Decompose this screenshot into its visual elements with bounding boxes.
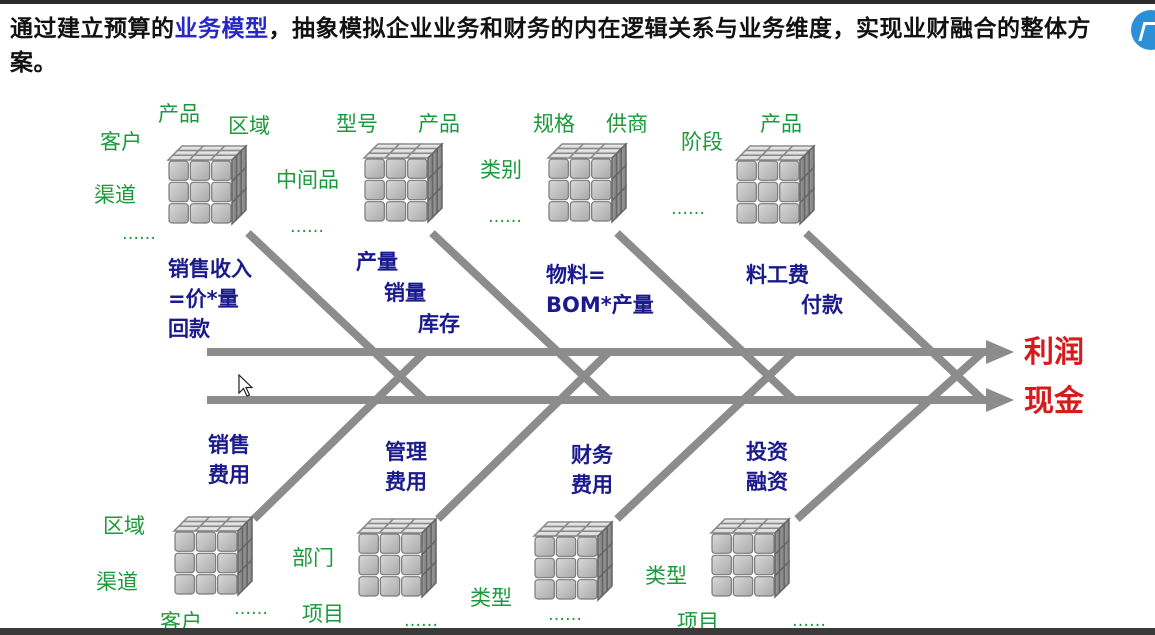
top-rib-4 [803, 230, 986, 403]
process-bottom-3-line-1: 财务 [571, 443, 613, 467]
process-top-3-line-2: BOM*产量 [546, 293, 654, 317]
dim-top2-product: 产品 [418, 112, 460, 136]
dim-top3-spec: 规格 [533, 112, 575, 136]
process-bottom-2-line-1: 管理 [385, 440, 427, 464]
dim-bottom3-ellipsis: …… [548, 605, 582, 625]
dim-bottom1-region: 区域 [103, 514, 145, 538]
top-rib-2 [429, 230, 612, 403]
process-top-4-line-1: 料工费 [746, 263, 809, 287]
dimension-cube-icon [356, 517, 438, 599]
dim-bottom3-type: 类型 [470, 586, 512, 610]
outcome-cash: 现金 [1024, 384, 1084, 419]
dim-top2-intermediate: 中间品 [276, 168, 339, 192]
dim-bottom4-type: 类型 [645, 564, 687, 588]
spine-cash [207, 388, 1014, 412]
top-border [0, 0, 1155, 4]
dimension-cube-icon [734, 144, 816, 226]
top-rib-1 [245, 230, 428, 403]
process-bottom-3-line-2: 费用 [571, 473, 613, 497]
dim-top3-category: 类别 [480, 158, 522, 182]
headline-highlight: 业务模型 [174, 16, 269, 42]
dim-top1-ellipsis: …… [122, 224, 156, 244]
cube-layer [166, 142, 816, 602]
spine-profit [207, 340, 1014, 364]
process-bottom-2-line-2: 费用 [385, 470, 427, 494]
bottom-ribs [251, 349, 986, 522]
process-bottom-4-line-1: 投资 [746, 440, 788, 464]
dim-bottom1-channel: 渠道 [96, 570, 138, 594]
dim-bottom1-ellipsis: …… [234, 599, 268, 619]
dim-top3-ellipsis: …… [488, 207, 522, 227]
process-top-1-line-2: =价*量 [168, 287, 239, 311]
process-top-2-line-2: 销量 [384, 281, 426, 305]
process-top-1-line-1: 销售收入 [168, 257, 252, 281]
arrow-head-cash [986, 388, 1014, 412]
dimension-cube-icon [166, 144, 248, 226]
dim-bottom4-ellipsis: …… [792, 611, 826, 631]
headline: 通过建立预算的业务模型，抽象模拟企业业务和财务的内在逻辑关系与业务维度，实现业财… [10, 12, 1110, 80]
dimension-cube-icon [532, 520, 614, 602]
dim-top1-product: 产品 [158, 102, 200, 126]
outcome-profit: 利润 [1024, 335, 1084, 370]
process-bottom-4-line-2: 融资 [746, 470, 788, 494]
process-top-3-line-1: 物料= [546, 263, 606, 287]
top-ribs [245, 230, 986, 403]
dim-top2-ellipsis: …… [290, 217, 324, 237]
dimension-cube-icon [546, 142, 628, 224]
bottom-rib-4 [794, 349, 986, 522]
dim-top1-customer: 客户 [100, 130, 142, 154]
mouse-cursor-icon [238, 374, 254, 397]
dim-top4-stage: 阶段 [681, 130, 723, 154]
bottom-rib-3 [614, 349, 797, 522]
process-bottom-1-line-2: 费用 [208, 463, 250, 487]
dimension-cube-icon [172, 515, 254, 597]
dim-top2-model: 型号 [336, 112, 378, 136]
process-top-4-line-2: 付款 [801, 293, 843, 317]
headline-pre: 通过建立预算的 [10, 16, 175, 42]
process-top-2-line-1: 产量 [356, 250, 398, 274]
dim-bottom2-project: 项目 [302, 602, 344, 626]
dimension-cube-icon [362, 142, 444, 224]
process-top-2-line-3: 库存 [418, 312, 460, 336]
top-rib-3 [614, 230, 797, 403]
bottom-rib-1 [251, 349, 428, 522]
dimension-cube-icon [709, 517, 791, 599]
dim-top3-supplier: 供商 [606, 112, 648, 136]
dim-top1-channel: 渠道 [94, 183, 136, 207]
bottom-rib-2 [435, 349, 612, 522]
dim-top4-ellipsis: …… [671, 199, 705, 219]
headline-post: ，抽象模拟企业业务和财务的内在逻辑关系与业务维度，实现业财融合的整体方案。 [10, 16, 1091, 76]
arrow-head-profit [986, 340, 1014, 364]
process-top-1-line-3: 回款 [168, 317, 210, 341]
dim-bottom2-department: 部门 [292, 546, 334, 570]
dim-bottom2-ellipsis: …… [404, 611, 438, 631]
bottom-border [0, 628, 1155, 635]
process-bottom-1-line-1: 销售 [208, 433, 250, 457]
dim-top4-product: 产品 [760, 112, 802, 136]
dim-top1-region: 区域 [228, 114, 270, 138]
